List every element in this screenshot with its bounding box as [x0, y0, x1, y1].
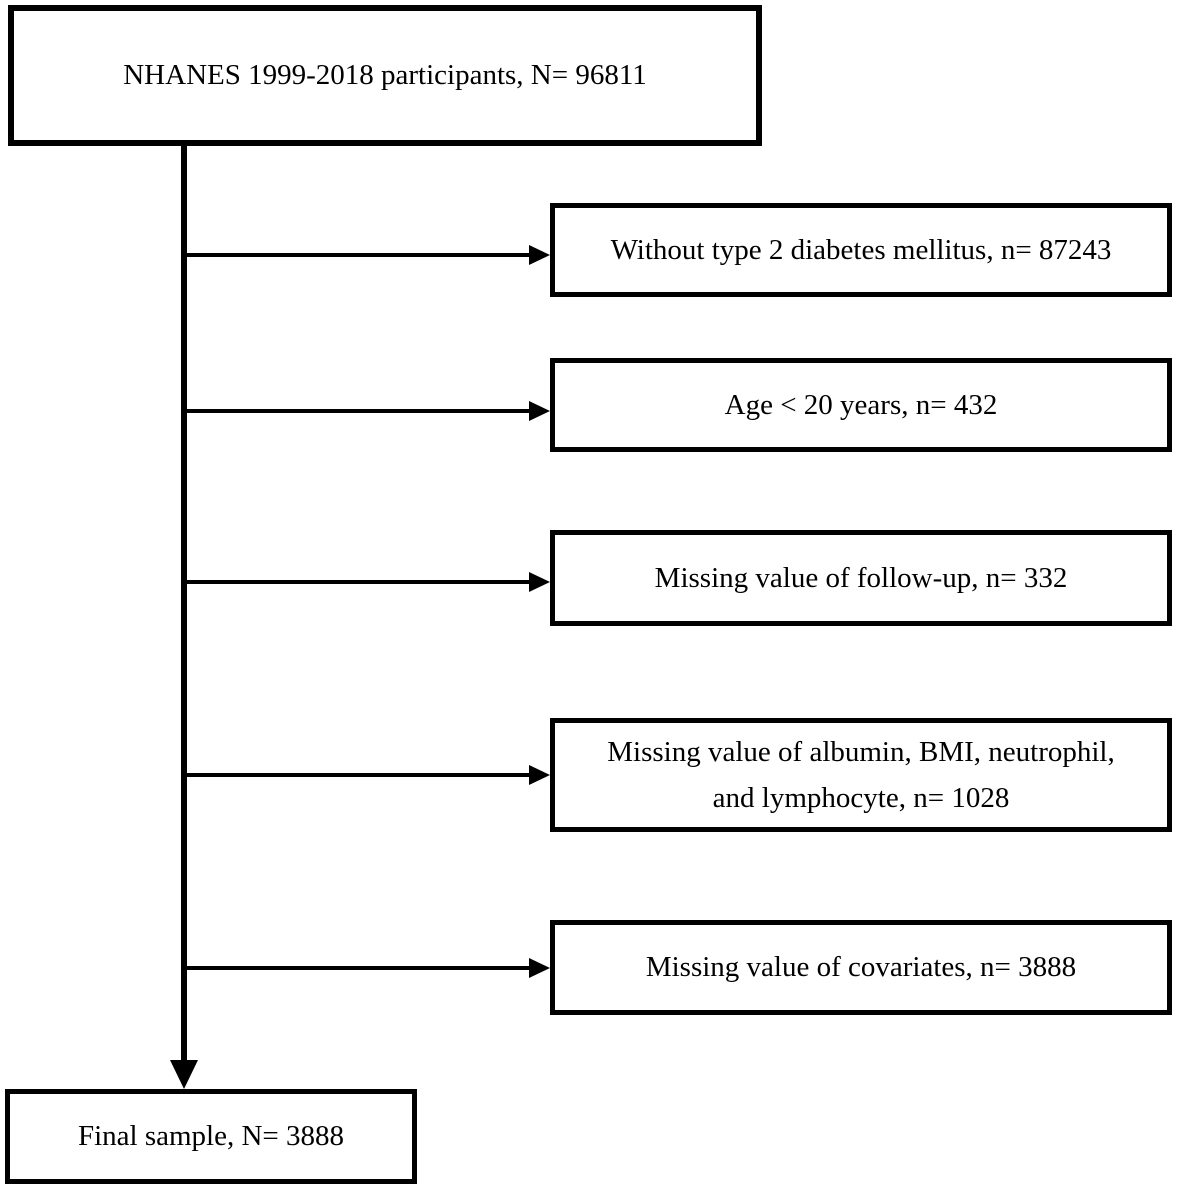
box-exclusion-followup: Missing value of follow-up, n= 332	[550, 530, 1172, 626]
arrow-right-icon	[529, 958, 550, 978]
vertical-connector-line	[181, 145, 187, 1062]
box-exclusion-no-t2dm-label: Without type 2 diabetes mellitus, n= 872…	[610, 233, 1112, 266]
arrow-right-icon	[529, 401, 550, 421]
branch-line-4	[183, 773, 531, 777]
box-exclusion-age-label: Age < 20 years, n= 432	[724, 388, 998, 421]
branch-line-3	[183, 580, 531, 584]
box-participants: NHANES 1999-2018 participants, N= 96811	[8, 5, 762, 146]
branch-line-5	[183, 966, 531, 970]
branch-line-1	[183, 253, 531, 257]
branch-line-2	[183, 409, 531, 413]
box-exclusion-covariates: Missing value of covariates, n= 3888	[550, 920, 1172, 1015]
box-exclusion-covariates-label: Missing value of covariates, n= 3888	[645, 951, 1077, 984]
box-final-sample-label: Final sample, N= 3888	[77, 1120, 345, 1153]
arrow-down-icon	[170, 1060, 198, 1089]
box-exclusion-followup-label: Missing value of follow-up, n= 332	[654, 561, 1068, 594]
arrow-right-icon	[529, 572, 550, 592]
box-final-sample: Final sample, N= 3888	[5, 1089, 417, 1184]
arrow-right-icon	[529, 765, 550, 785]
box-participants-label: NHANES 1999-2018 participants, N= 96811	[123, 59, 647, 92]
box-exclusion-age: Age < 20 years, n= 432	[550, 358, 1172, 452]
box-exclusion-labs-label: Missing value of albumin, BMI, neutrophi…	[607, 735, 1115, 814]
box-exclusion-labs: Missing value of albumin, BMI, neutrophi…	[550, 718, 1172, 832]
box-exclusion-no-t2dm: Without type 2 diabetes mellitus, n= 872…	[550, 203, 1172, 297]
arrow-right-icon	[529, 245, 550, 265]
